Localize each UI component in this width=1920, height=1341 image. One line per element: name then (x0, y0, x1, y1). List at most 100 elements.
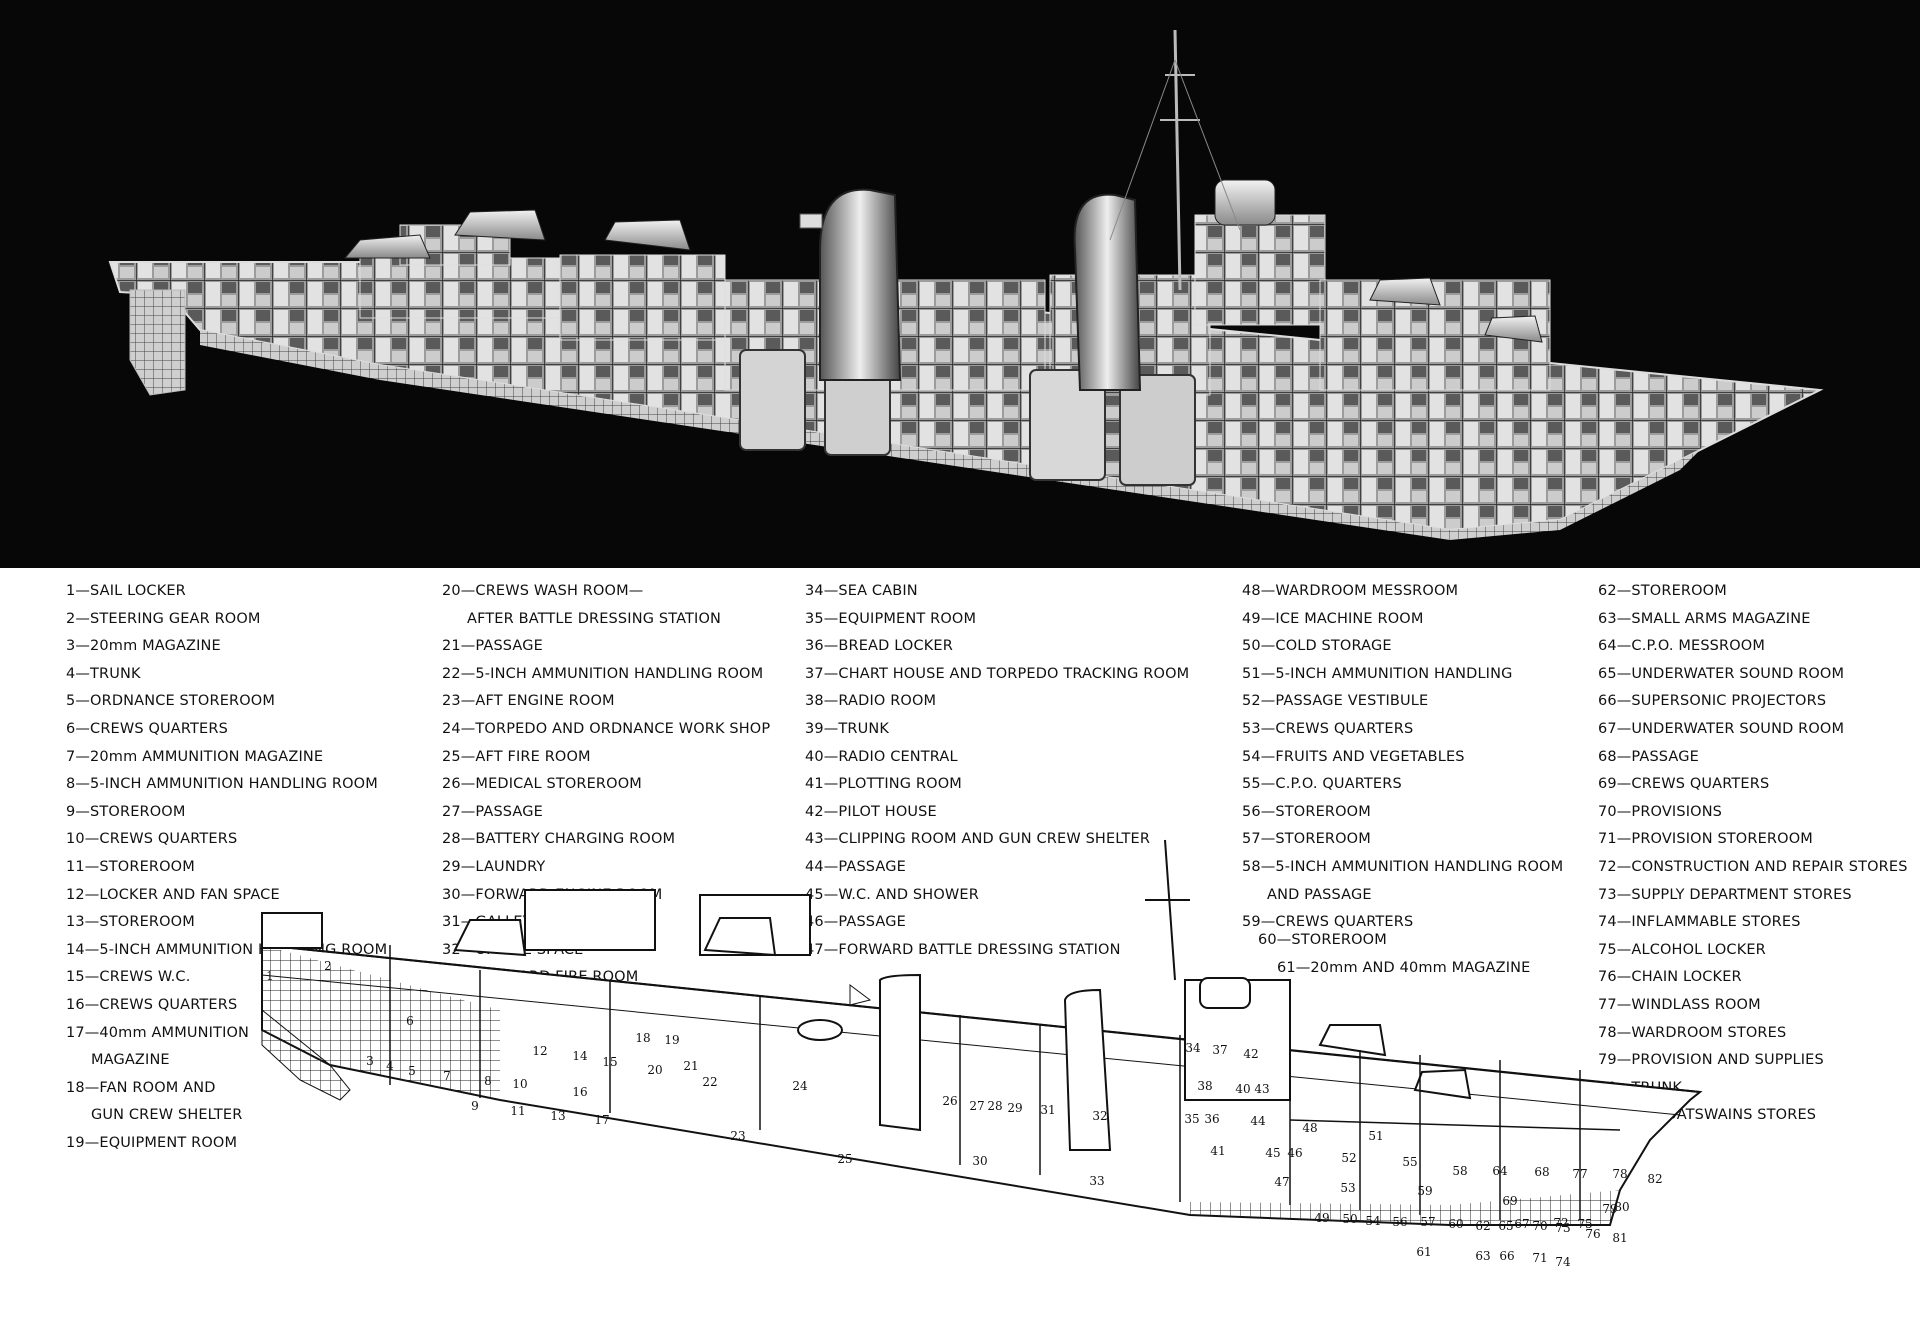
diagram-label-80: 80 (1614, 1200, 1629, 1214)
legend-label: STOREROOM (1631, 583, 1727, 599)
legend-label: CREWS QUARTERS (90, 720, 228, 737)
legend-item-28: 28—BATTERY CHARGING ROOM (442, 831, 676, 848)
diagram-label-35: 35 (1184, 1112, 1199, 1126)
diagram-label-64: 64 (1492, 1164, 1508, 1178)
legend-number: 37 (805, 665, 824, 682)
diagram-label-30: 30 (972, 1154, 987, 1168)
legend-label: STEERING GEAR ROOM (90, 610, 261, 627)
legend-label: CREWS QUARTERS (99, 831, 238, 848)
legend-label: SMALL ARMS MAGAZINE (1631, 610, 1811, 627)
legend-item-continuation: AFTER BATTLE DRESSING STATION (467, 610, 722, 627)
legend-number: 39 (805, 720, 824, 737)
legend-label: TRUNK (90, 665, 141, 682)
legend-number: 43 (805, 831, 824, 848)
legend-label: 5-INCH AMMUNITION HANDLING ROOM (90, 776, 378, 793)
legend-label: CHART HOUSE AND TORPEDO TRACKING ROOM (838, 665, 1190, 682)
diagram-label-54: 54 (1365, 1214, 1381, 1228)
diagram-label-8: 8 (484, 1074, 492, 1088)
diagram-label-75: 75 (1577, 1217, 1592, 1231)
diagram-label-38: 38 (1197, 1079, 1212, 1093)
legend-item-18: 18—FAN ROOM AND (66, 1079, 216, 1096)
diagram-label-33: 33 (1089, 1174, 1104, 1188)
legend-number: 57 (1242, 831, 1261, 848)
forward-stack (1073, 193, 1142, 391)
legend-item-68: 68—PASSAGE (1598, 748, 1699, 765)
legend-label: PLOTTING ROOM (838, 776, 962, 793)
legend-item-17: 17—40mm AMMUNITION (66, 1024, 250, 1041)
legend-number: 36 (805, 638, 824, 655)
diagram-label-24: 24 (792, 1079, 808, 1093)
legend-item-61: 61—20mm AND 40mm MAGAZINE (1277, 960, 1531, 976)
legend-number: 18 (66, 1079, 85, 1096)
legend-label: C.P.O. MESSROOM (1631, 638, 1766, 655)
legend-number: 9 (66, 803, 76, 820)
legend-number: 50 (1242, 638, 1261, 655)
legend-item-50: 50—COLD STORAGE (1242, 638, 1392, 655)
diagram-label-49: 49 (1314, 1211, 1329, 1225)
diagram-label-47: 47 (1274, 1175, 1289, 1189)
diagram-label-53: 53 (1340, 1181, 1355, 1195)
legend-label: BOATSWAINS STORES (1655, 1107, 1817, 1124)
legend-number: 28 (442, 831, 461, 848)
diagram-label-63: 63 (1475, 1249, 1490, 1263)
legend-label: CREWS W.C. (99, 969, 191, 986)
diagram-label-29: 29 (1007, 1101, 1022, 1115)
legend-number: 74 (1598, 914, 1617, 931)
legend-label: EQUIPMENT ROOM (99, 1134, 238, 1151)
diagram-label-57: 57 (1420, 1215, 1435, 1229)
diagram-label-76: 76 (1585, 1227, 1600, 1241)
legend-number: 2 (66, 610, 76, 627)
legend-item-64: 64—C.P.O. MESSROOM (1598, 638, 1766, 655)
legend-number: 72 (1598, 858, 1617, 875)
legend-item-7: 7—20mm AMMUNITION MAGAZINE (66, 748, 324, 765)
diagram-label-79: 79 (1602, 1202, 1617, 1216)
legend-item-59: 59—CREWS QUARTERS (1242, 914, 1414, 931)
legend-item-78: 78—WARDROOM STORES (1598, 1024, 1787, 1041)
legend-label: 5-INCH AMMUNITION HANDLING ROOM (475, 665, 764, 682)
diagram-label-51: 51 (1368, 1129, 1383, 1143)
legend-number: 79 (1598, 1052, 1617, 1069)
diagram-label-31: 31 (1040, 1103, 1055, 1117)
legend-item-20: 20—CREWS WASH ROOM— (442, 583, 644, 599)
legend-item-4: 4—TRUNK (66, 665, 141, 682)
legend-label: RADIO CENTRAL (838, 748, 958, 765)
legend-number: 13 (66, 914, 85, 931)
legend-item-29: 29—LAUNDRY (442, 858, 546, 875)
legend-number: 48 (1242, 583, 1261, 599)
diagram-label-10: 10 (512, 1077, 527, 1091)
legend-number: 49 (1242, 610, 1261, 627)
legend-label: PASSAGE (475, 803, 543, 820)
legend-label: FAN ROOM AND (99, 1079, 216, 1096)
legend-number: 8 (66, 776, 76, 793)
diagram-label-13: 13 (550, 1109, 565, 1123)
legend-label: PASSAGE (838, 858, 906, 875)
legend-number: 52 (1242, 693, 1261, 710)
legend-number: 78 (1598, 1024, 1617, 1041)
legend-label: BREAD LOCKER (838, 638, 953, 655)
diagram-label-17: 17 (594, 1113, 609, 1127)
legend-label: ORDNANCE STOREROOM (90, 693, 276, 710)
diagram-label-28: 28 (987, 1099, 1002, 1113)
legend-item-11: 11—STOREROOM (66, 858, 195, 875)
diagram-label-45: 45 (1265, 1146, 1280, 1160)
legend-item-8: 8—5-INCH AMMUNITION HANDLING ROOM (66, 776, 378, 793)
legend-label: WARDROOM MESSROOM (1275, 583, 1459, 599)
diagram-label-21: 21 (683, 1059, 698, 1073)
legend-label: SAIL LOCKER (90, 583, 186, 599)
diagram-label-12: 12 (532, 1044, 547, 1058)
legend-number: 3 (66, 638, 76, 655)
diagram-label-20: 20 (647, 1063, 662, 1077)
diagram-label-15: 15 (602, 1055, 617, 1069)
legend-number: 56 (1242, 803, 1261, 820)
legend-label: UNDERWATER SOUND ROOM (1631, 720, 1845, 737)
legend-label: RADIO ROOM (838, 693, 937, 710)
diagram-label-70: 70 (1532, 1219, 1547, 1233)
legend-item-27: 27—PASSAGE (442, 803, 543, 820)
diagram-label-19: 19 (664, 1033, 679, 1047)
legend-item-6: 6—CREWS QUARTERS (66, 720, 228, 737)
diagram-label-23: 23 (730, 1129, 745, 1143)
legend-number: 19 (66, 1134, 85, 1151)
diagram-label-56: 56 (1392, 1215, 1407, 1229)
legend-label: SEA CABIN (838, 583, 918, 599)
